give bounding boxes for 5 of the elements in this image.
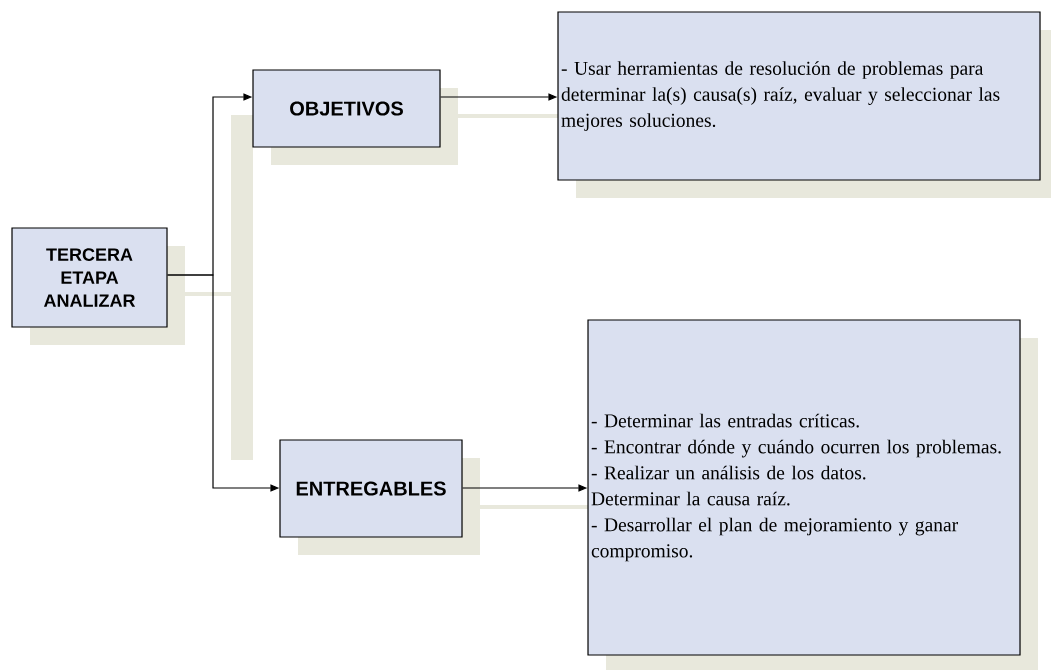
text-box: - Usar herramientas de resolución de problemas para determinar la(s) causa(s) raíz, evaluar y seleccionar las mejores soluciones. (557, 11, 1041, 181)
process-box: OBJETIVOS (252, 69, 441, 148)
text-box: - Determinar las entradas críticas. - Encontrar dónde y cuándo ocurren los problemas. - Realizar un análisis de los datos. Determinar la causa raíz. - Desarrollar el plan de mejoramiento y ganar compromiso. (587, 319, 1021, 656)
process-box: ENTREGABLES (279, 439, 463, 538)
process-box: TERCERA ETAPA ANALIZAR (11, 227, 168, 328)
